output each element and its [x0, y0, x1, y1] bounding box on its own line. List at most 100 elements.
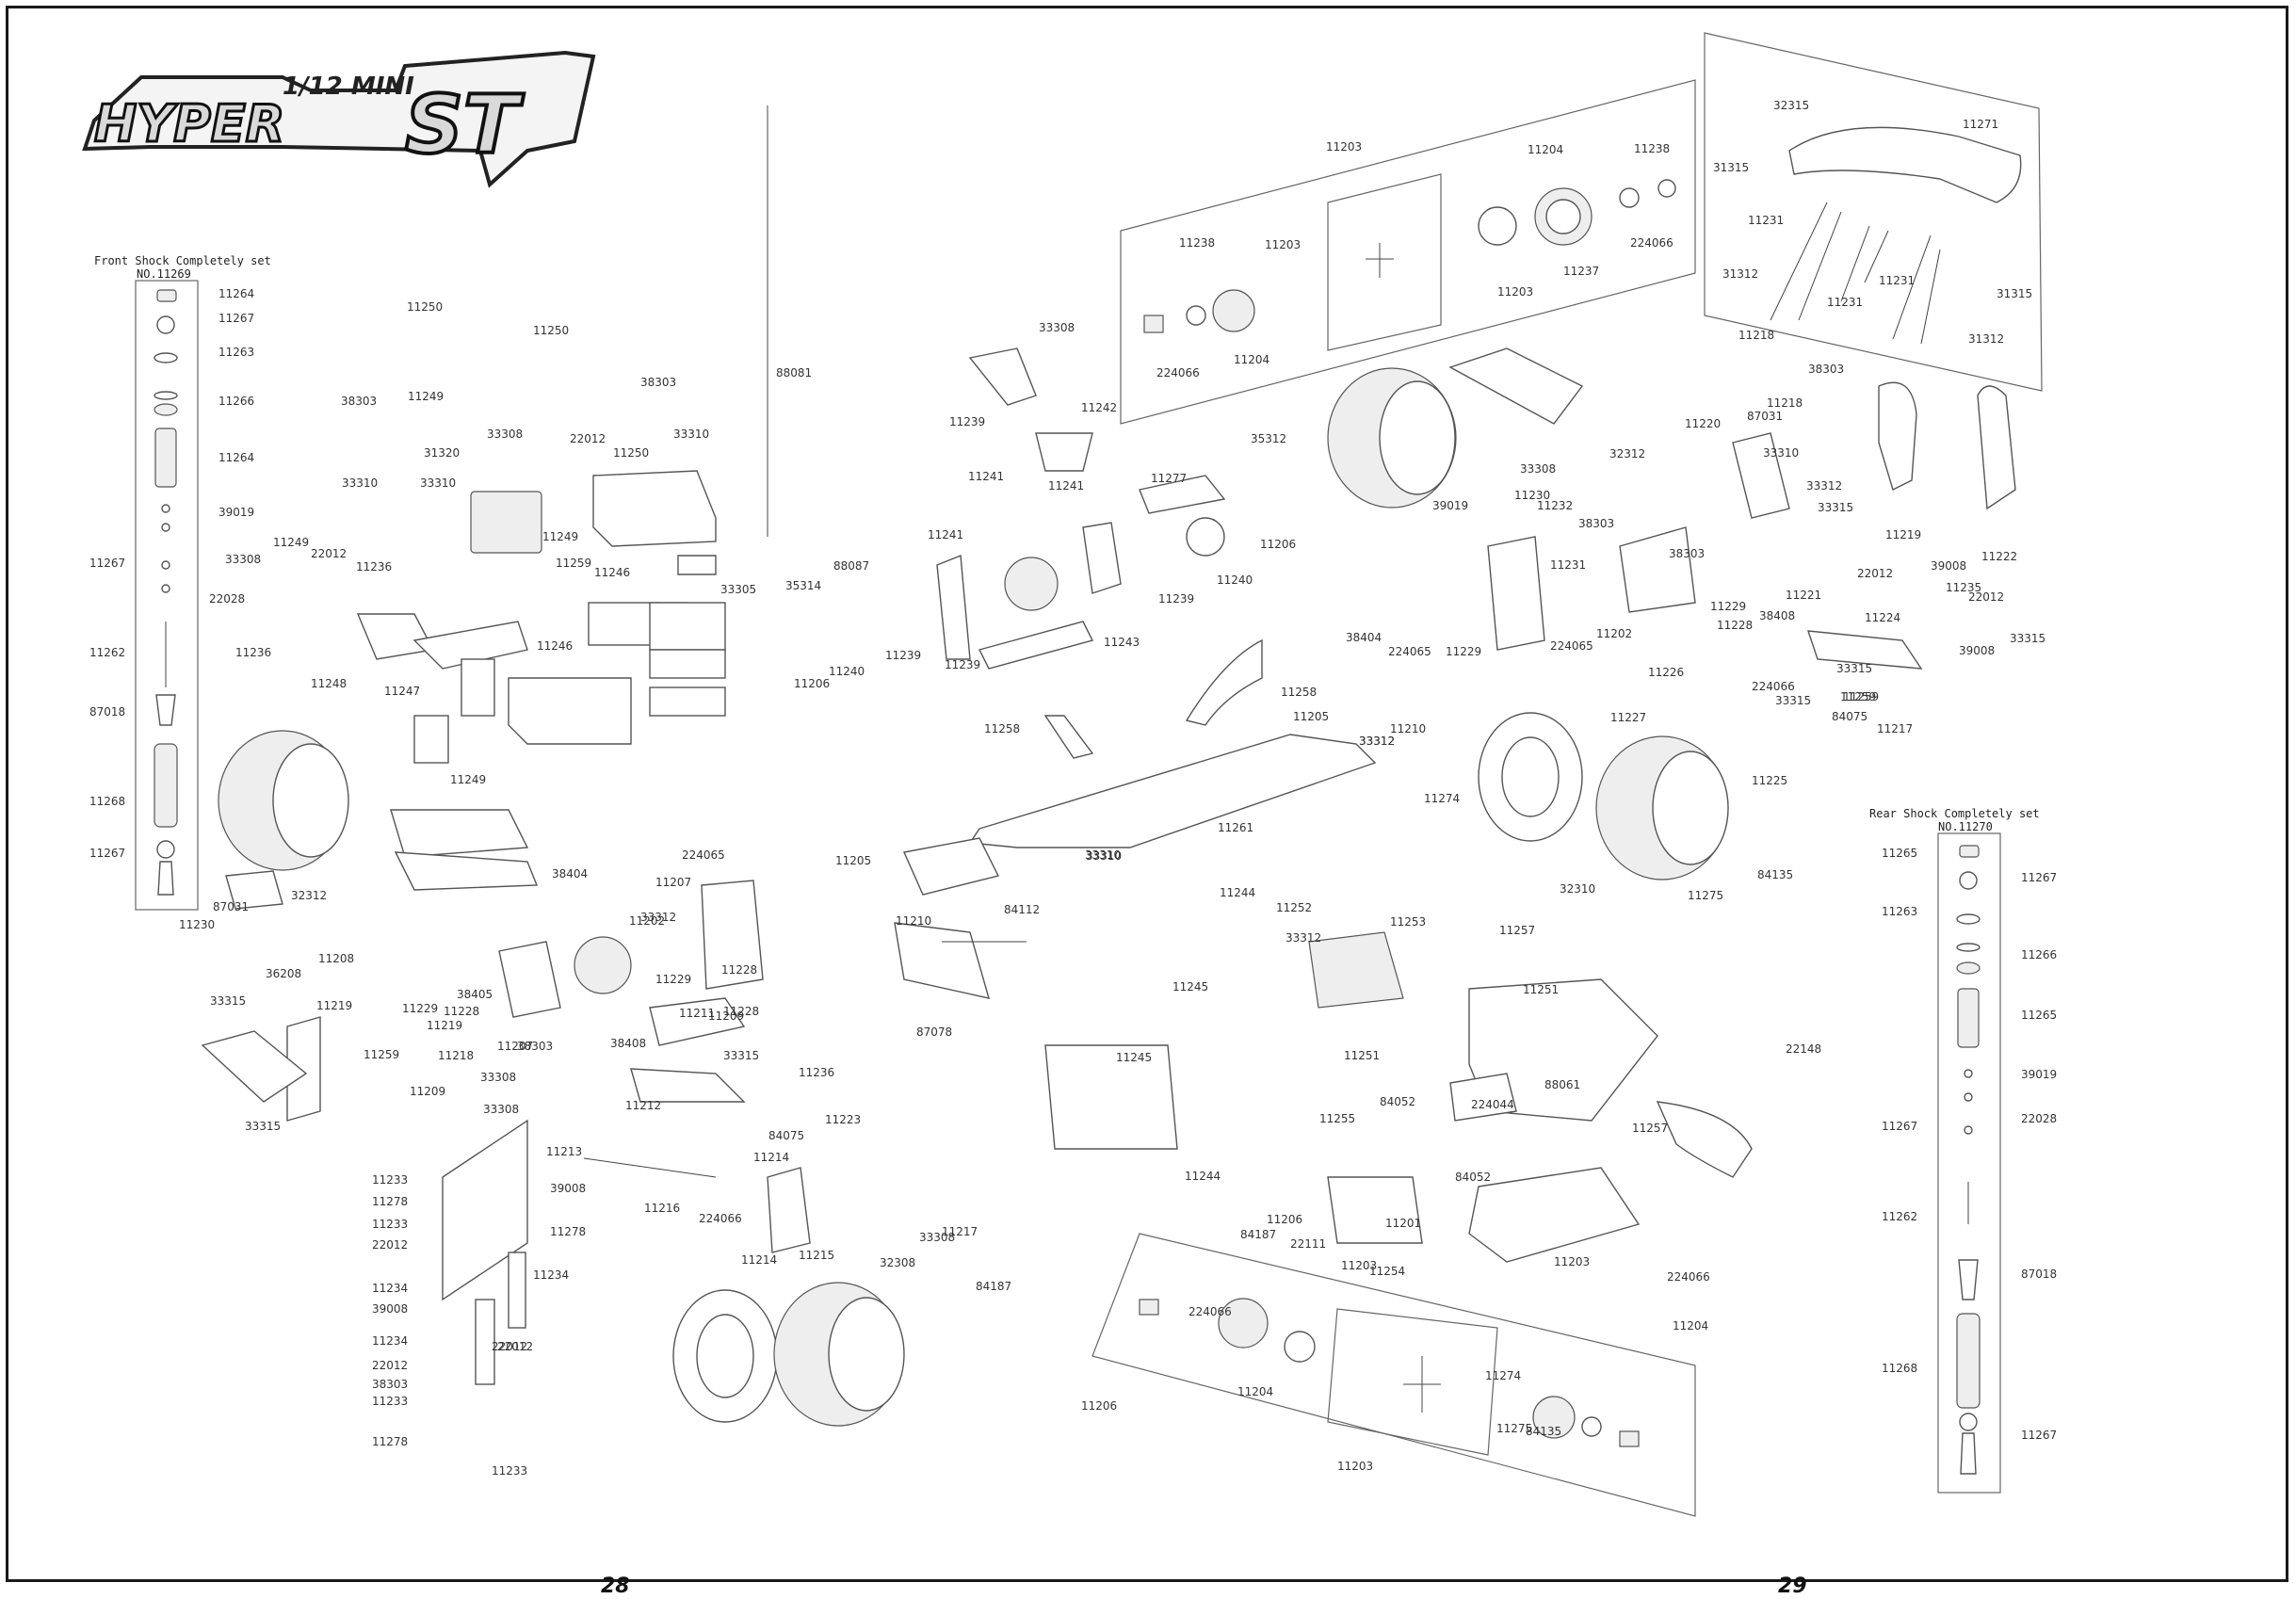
- front-shock-part-label: 22028: [209, 592, 245, 606]
- part-number-callout: 38404: [552, 867, 588, 880]
- part-number-callout: 11209: [410, 1085, 445, 1098]
- part-number-callout: 31320: [424, 446, 460, 460]
- part-number-callout: 224066: [1667, 1270, 1710, 1284]
- rear-shock-part-label: 11267: [2021, 1429, 2057, 1442]
- part-number-callout: 11278: [372, 1435, 408, 1448]
- part-number-callout: 11235: [1946, 581, 1981, 594]
- part-number-callout: 11258: [984, 722, 1020, 735]
- part-number-callout: 11275: [1496, 1422, 1532, 1435]
- rear-shock-part-label: 11268: [1882, 1362, 1917, 1375]
- part-number-callout: 38303: [372, 1378, 408, 1391]
- part-number-callout: 11212: [625, 1099, 661, 1112]
- part-number-callout: 11203: [1554, 1255, 1590, 1268]
- rear-shock-part-label: 11267: [1882, 1120, 1917, 1133]
- rear-shock-parts: [1956, 845, 1981, 1475]
- rear-shock-number: NO.11270: [1938, 820, 1993, 833]
- part-number-callout: 11242: [1081, 401, 1117, 414]
- part-number-callout: 88061: [1544, 1078, 1580, 1091]
- part-number-callout: 22012: [372, 1238, 408, 1252]
- part-number-callout: 11274: [1424, 792, 1460, 805]
- part-number-callout: 33312: [1359, 735, 1395, 748]
- part-number-callout: 33308: [225, 553, 261, 566]
- part-number-callout: 11259: [1840, 690, 1876, 703]
- part-number-callout: 33310: [1763, 446, 1799, 460]
- part-number-callout: 11218: [438, 1049, 474, 1062]
- front-diff-box: [1120, 79, 1696, 425]
- part-number-callout: 84052: [1455, 1171, 1491, 1184]
- part-number-callout: 11204: [1237, 1385, 1273, 1398]
- chassis-and-components: [201, 105, 2016, 1385]
- part-number-callout: 11249: [450, 773, 486, 786]
- front-shock-part-label: 39019: [218, 506, 254, 519]
- part-number-callout: 38303: [1669, 547, 1705, 560]
- part-number-callout: 224066: [699, 1212, 742, 1225]
- part-number-callout: 33310: [420, 476, 456, 490]
- part-number-callout: 84112: [1004, 903, 1040, 916]
- part-number-callout: 38303: [517, 1040, 553, 1053]
- part-number-callout: 11218: [1738, 329, 1774, 342]
- part-number-callout: 22012: [1968, 590, 2004, 604]
- part-number-callout: 11231: [1879, 274, 1915, 287]
- part-number-callout: 36208: [266, 967, 301, 980]
- part-number-callout: 11201: [1385, 1217, 1421, 1230]
- part-number-callout: 11228: [444, 1005, 479, 1018]
- part-number-callout: 11251: [1344, 1049, 1380, 1062]
- part-number-callout: 11208: [318, 952, 354, 965]
- part-number-callout: 33308: [919, 1231, 955, 1244]
- wheels: [218, 367, 1729, 1427]
- part-number-callout: 84075: [1832, 710, 1868, 723]
- part-number-callout: 11241: [968, 470, 1004, 483]
- part-number-callout: 32312: [1609, 447, 1645, 460]
- part-number-callout: 224066: [1156, 366, 1200, 380]
- part-number-callout: 11207: [497, 1040, 533, 1053]
- part-number-callout: 224066: [1188, 1305, 1232, 1318]
- front-shock-part-label: 11267: [89, 557, 125, 570]
- part-number-callout: 11278: [550, 1225, 586, 1238]
- part-number-callout: 11255: [1319, 1112, 1355, 1125]
- part-number-callout: 11230: [179, 918, 215, 931]
- part-number-callout: 33308: [1039, 321, 1075, 334]
- part-number-callout: 11207: [655, 876, 691, 889]
- part-number-callout: 31312: [1722, 267, 1758, 281]
- part-number-callout: 11222: [1981, 550, 2017, 563]
- part-number-callout: 38405: [457, 988, 493, 1001]
- part-number-callout: 11204: [1673, 1319, 1708, 1332]
- part-number-callout: 11239: [1158, 592, 1194, 606]
- part-number-callout: 11230: [1514, 489, 1550, 502]
- part-number-callout: 11244: [1220, 886, 1255, 899]
- part-number-callout: 11225: [1752, 774, 1787, 787]
- part-number-callout: 38303: [341, 395, 377, 408]
- part-number-callout: 39008: [550, 1182, 586, 1195]
- part-number-callout: 11203: [1326, 140, 1362, 153]
- part-number-callout: 11229: [655, 973, 691, 986]
- part-number-callout: 11229: [1446, 645, 1481, 658]
- part-number-callout: 87031: [213, 900, 249, 913]
- part-number-callout: 33312: [640, 911, 676, 924]
- part-number-callout: 32315: [1773, 99, 1809, 112]
- front-shock-part-label: 11267: [89, 847, 125, 860]
- part-number-callout: 22012: [497, 1340, 533, 1353]
- logo-line2: HYPER: [94, 94, 284, 153]
- part-number-callout: 33310: [1085, 848, 1121, 862]
- part-number-callout: 11202: [629, 914, 665, 928]
- front-shock-number: NO.11269: [137, 267, 191, 281]
- part-number-callout: 31315: [1713, 161, 1749, 174]
- front-shock-parts: [154, 289, 178, 896]
- part-number-callout: 11257: [1632, 1122, 1668, 1135]
- part-number-callout: 33315: [1818, 501, 1853, 514]
- part-number-callout: 84187: [1240, 1228, 1276, 1241]
- part-number-callout: 11217: [942, 1225, 978, 1238]
- front-shock-part-label: 11264: [218, 451, 254, 464]
- part-number-callout: 11259: [556, 557, 591, 570]
- part-number-callout: 33310: [1086, 849, 1122, 863]
- part-number-callout: 11244: [1185, 1170, 1221, 1183]
- part-number-callout: 39008: [1959, 644, 1995, 657]
- part-number-callout: 31315: [1997, 287, 2032, 300]
- part-number-callout: 224066: [1752, 680, 1795, 693]
- part-number-callout: 33312: [1359, 735, 1395, 748]
- part-number-callout: 22012: [311, 547, 347, 560]
- part-number-callout: 39019: [1432, 499, 1468, 512]
- part-number-callout: 38408: [610, 1037, 646, 1050]
- page-number-right: 29: [1778, 1575, 1807, 1598]
